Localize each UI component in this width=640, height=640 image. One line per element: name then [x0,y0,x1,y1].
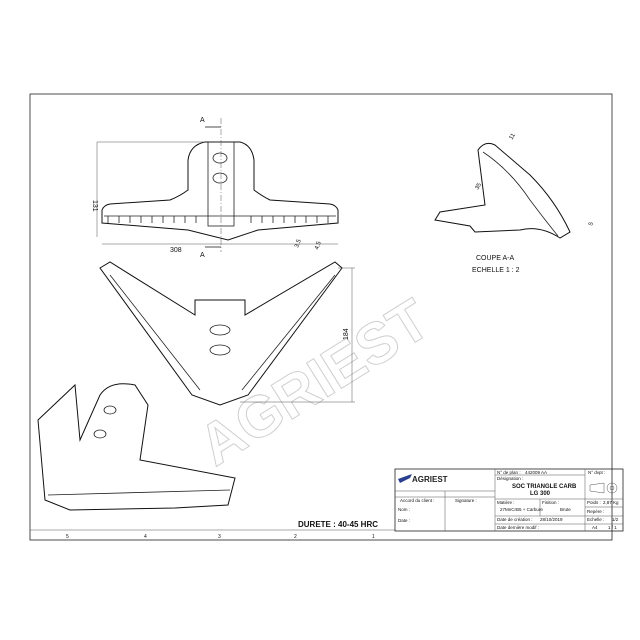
dim-4-5: 4,5 [314,240,323,251]
dvpt-label: N° dvpt : [588,470,605,475]
section-marker-bottom: A [200,252,205,259]
dim-5: 5 [588,221,595,227]
projection-symbol-icon [589,482,618,494]
hardness-note: DURETE : 40-45 HRC [298,520,378,529]
zone-label: 1 [372,534,375,540]
mark-label: Repère : [587,509,604,514]
title-block: AGRIEST N° de plan : 442009 AA Désignati… [394,468,624,532]
format: A4 [592,525,598,530]
agriest-logo-icon [398,474,412,483]
zone-label: 5 [66,534,69,540]
dim-3-5: 3,5 [294,238,303,249]
weight-label: Poids : [587,500,601,505]
sheet: 1 / 1 [608,525,617,530]
scale-label: Echelle : [587,517,604,522]
designation-line1: SOC TRIANGLE CARB [512,484,577,490]
isometric-view [37,383,236,511]
material: 27MnCrB5 + Carbure [500,507,543,512]
plan-no-label: N° de plan : [497,470,521,475]
dim-height-184: 184 [343,328,350,340]
section-scale: ECHELLE 1 : 2 [472,267,520,274]
section-title: COUPE A-A [476,255,514,262]
designation-line2: LG 300 [530,491,551,497]
dim-height-131: 131 [91,200,98,212]
scale: 1/2 [612,517,619,522]
date-label: Date : [398,518,410,523]
dim-35: 35 [475,182,484,191]
weight: 2,87 Kg [603,500,619,505]
zone-label: 4 [144,534,147,540]
zone-label: 2 [294,534,297,540]
front-view: 184 [99,261,355,406]
dim-11: 11 [509,132,518,141]
zone-label: 3 [218,534,221,540]
signature-label: Signature : [455,498,477,503]
finish: Brute [560,507,571,512]
designation-label: Désignation : [497,476,523,481]
logo-text: AGRIEST [412,475,448,484]
material-label: Matière : [497,500,515,505]
creation-label: Date de création : [497,517,533,522]
top-view: A A 131 308 3,5 4,5 [91,117,339,259]
drawing-frame [29,93,613,541]
dim-width-308: 308 [170,247,182,254]
creation-date: 28/10/2019 [540,517,563,522]
plan-no: 442009 AA [525,470,547,475]
client-label: Accord du client : [400,498,435,503]
name-label: Nom : [398,507,410,512]
section-marker-top: A [200,117,205,124]
finish-label: Finition : [542,500,559,505]
section-view: 35 11 5 COUPE A-A ECHELLE 1 : 2 [434,132,595,274]
modif-label: Date dernière modif : [497,525,539,530]
